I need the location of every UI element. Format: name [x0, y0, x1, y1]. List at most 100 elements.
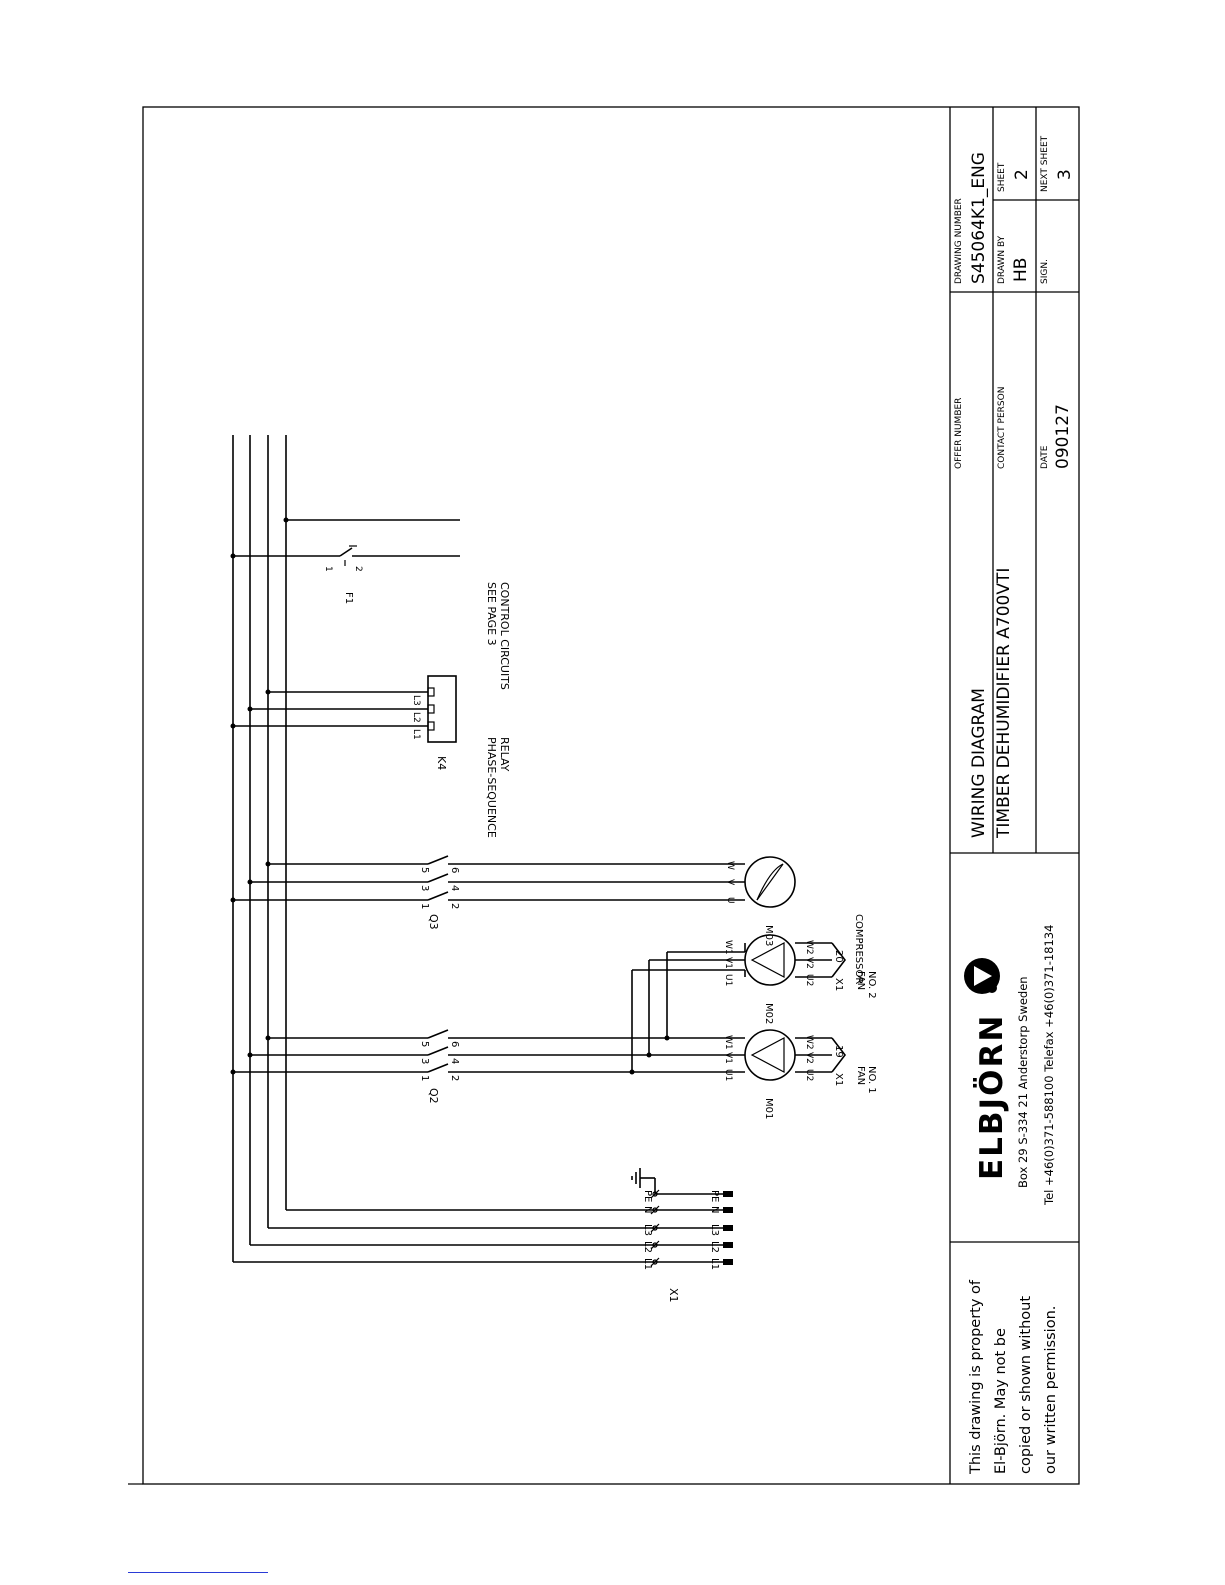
motor-terminal-label: W1 — [723, 1035, 733, 1050]
fan1-label: NO. 1 — [866, 1066, 877, 1094]
drawing-title-line2: TIMBER DEHUMIDIFIER A700VTI — [994, 568, 1014, 839]
q2-branch — [233, 951, 745, 1073]
terminal-label: L3 — [642, 1224, 653, 1236]
motor-label-m02: M02 — [763, 1003, 774, 1024]
relay-description: PHASE-SEQUENCE — [485, 737, 498, 838]
see-page-label: SEE PAGE 3 — [485, 582, 498, 646]
date-value: 090127 — [1053, 404, 1073, 469]
contact-person-label: CONTACT PERSON — [997, 387, 1007, 469]
terminal-label: L2 — [642, 1241, 653, 1253]
terminal-label: N — [642, 1206, 653, 1213]
ownership-notice: This drawing is property of El-Björn. Ma… — [968, 1279, 1059, 1475]
fuse-terminal-2: 2 — [353, 566, 363, 572]
contact-label: 2 — [449, 1075, 460, 1081]
terminal-label: PE — [709, 1190, 720, 1202]
contact-label: 4 — [449, 1058, 460, 1064]
m01-terminal-labels: U1 V1 W1 U2 V2 W2 — [723, 1035, 814, 1081]
motor-terminal-label: U1 — [723, 974, 733, 986]
motor-label-m01: M01 — [763, 1098, 774, 1119]
motor-terminal-label: W1 — [723, 940, 733, 955]
company-contact: Tel +46(0)371-588100 Telefax +46(0)371-1… — [1042, 925, 1056, 1206]
notice-line: This drawing is property of — [968, 1279, 984, 1475]
date-label: DATE — [1040, 445, 1050, 469]
m03-terminal-labels: U V W — [725, 861, 735, 904]
contact-label: 4 — [449, 885, 460, 891]
drawing-number-label: DRAWING NUMBER — [954, 198, 964, 284]
sheet-label: SHEET — [997, 162, 1007, 192]
motor-terminal-label: V2 — [804, 957, 814, 969]
motor-terminal-label: V — [725, 879, 735, 886]
drawing-number-value: S45064K1_ENG — [969, 152, 989, 284]
schematic: X1 L1 L2 L3 N PE L1 L2 L3 N PE — [230, 435, 877, 1303]
motor-terminal-label: W2 — [804, 1035, 814, 1050]
terminal-label: N — [709, 1206, 720, 1213]
company-logo-text: ELBJÖRN — [973, 1014, 1010, 1180]
fan1-label: FAN — [855, 1066, 866, 1085]
page-footer-line — [128, 1572, 268, 1573]
contact-label: 3 — [419, 885, 430, 891]
relay-terminal-label: L3 — [411, 695, 421, 706]
contact-label: 1 — [419, 1075, 430, 1081]
motor-terminal-label: U2 — [804, 974, 814, 986]
supply-terminal-labels: L1 L2 L3 N PE L1 L2 L3 N PE — [642, 1190, 720, 1270]
terminal-label: L1 — [642, 1258, 653, 1270]
bear-logo-icon — [964, 958, 1000, 994]
notice-line: our written permission. — [1043, 1306, 1059, 1474]
contact-label: 1 — [419, 903, 430, 909]
fan2-label: FAN — [855, 971, 866, 990]
compressor-label: COMPRESSOR — [853, 914, 864, 984]
m02-terminal-labels: U1 V1 W1 U2 V2 W2 — [723, 940, 814, 986]
terminal-label: L2 — [709, 1241, 720, 1253]
motor-terminal-label: U1 — [723, 1069, 733, 1081]
motor-label-m03: M03 — [763, 925, 774, 946]
fuse-f1 — [233, 519, 460, 566]
motor-terminal-label: V1 — [723, 957, 733, 969]
drawn-by-label: DRAWN BY — [997, 235, 1007, 284]
title-block — [949, 107, 1079, 1484]
drawn-by-value: HB — [1011, 258, 1031, 282]
junction-dots — [230, 517, 670, 1075]
terminal-x1-19: X1 — [833, 1073, 844, 1086]
company-block: ELBJÖRN Box 29 S-334 21 Anderstorp Swede… — [964, 925, 1056, 1206]
drawing-title-line1: WIRING DIAGRAM — [969, 688, 989, 838]
relay-description: RELAY — [498, 737, 511, 772]
motor-m01 — [744, 1029, 847, 1081]
motor-m02 — [744, 934, 847, 986]
relay-terminal-labels: L1 L2 L3 — [411, 695, 421, 740]
earth-icon — [631, 1168, 656, 1194]
relay-terminal-label: L1 — [411, 729, 421, 740]
sign-label: SIGN. — [1040, 259, 1050, 284]
see-page-label: CONTROL CIRCUITS — [498, 582, 511, 690]
motor-terminal-label: V1 — [723, 1052, 733, 1064]
notice-line: El-Björn. May not be — [993, 1328, 1009, 1474]
motor-terminal-label: W — [725, 861, 735, 870]
next-sheet-value: 3 — [1055, 169, 1075, 180]
relay-id-label: K4 — [435, 756, 448, 770]
busbars — [232, 435, 287, 1262]
terminal-label: L3 — [709, 1224, 720, 1236]
fuse-id-label: F1 — [343, 592, 354, 604]
contact-label: 5 — [419, 867, 430, 873]
drawing-frame — [142, 106, 1080, 1485]
terminal-label: PE — [642, 1190, 653, 1202]
fan2-label: NO. 2 — [866, 971, 877, 999]
offer-number-label: OFFER NUMBER — [954, 398, 964, 469]
relay-k4 — [233, 675, 457, 743]
switch-label-q2: Q2 — [427, 1088, 440, 1104]
motor-terminal-label: U — [725, 897, 735, 904]
contact-label: 6 — [449, 1041, 460, 1047]
motor-terminal-label: V2 — [804, 1052, 814, 1064]
q3-branch — [233, 855, 745, 901]
fuse-terminal-1: 1 — [323, 566, 333, 572]
company-address: Box 29 S-334 21 Anderstorp Sweden — [1016, 976, 1030, 1188]
q2-contact-labels: 1 3 5 2 4 6 — [419, 1041, 460, 1081]
contact-label: 3 — [419, 1058, 430, 1064]
motor-m03 — [744, 856, 796, 908]
q3-contact-labels: 1 3 5 2 4 6 — [419, 867, 460, 909]
terminal-number-19: 19 — [833, 1045, 844, 1058]
motor-terminal-label: W2 — [804, 940, 814, 955]
contact-label: 6 — [449, 867, 460, 873]
contact-label: 5 — [419, 1041, 430, 1047]
motor-terminal-label: U2 — [804, 1069, 814, 1081]
